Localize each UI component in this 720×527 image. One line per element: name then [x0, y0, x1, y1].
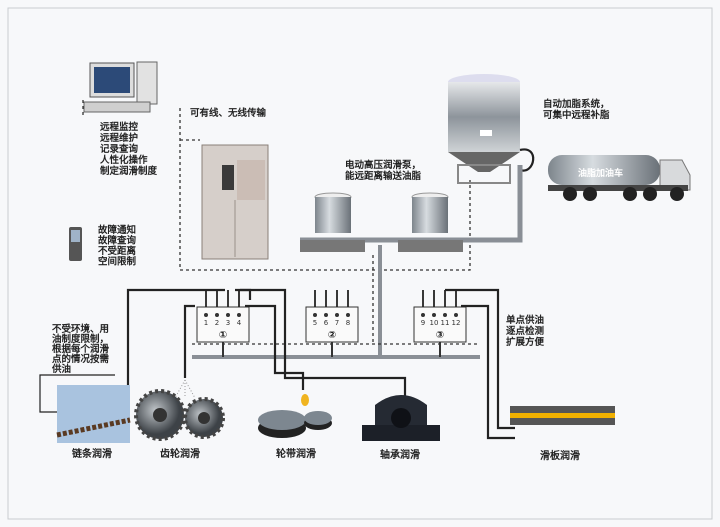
chain-lubrication-note-line: 点的情况按需 — [52, 353, 110, 365]
distributor-id: ① — [219, 330, 227, 341]
indicator-led — [313, 313, 317, 317]
indicator-led — [335, 313, 339, 317]
belt-wheel-icon — [258, 394, 332, 438]
lubrication-point-label: 链条润滑 — [71, 447, 112, 460]
indicator-led — [215, 313, 219, 317]
signal-dashed-line — [179, 108, 471, 271]
port-number: 5 — [313, 319, 317, 327]
indicator-led — [346, 313, 350, 317]
phone-features-note-line: 空间限制 — [98, 256, 137, 268]
pump-note: 电动高压润滑泵，能远距离输送油脂 — [345, 159, 422, 182]
port-number: 12 — [452, 319, 461, 327]
lubrication-point-label: 轴承润滑 — [380, 448, 420, 461]
control-cabinet-icon — [201, 144, 269, 260]
lubrication-point-label: 轮带润滑 — [276, 447, 316, 460]
pump-note-line: 电动高压润滑泵， — [345, 159, 421, 171]
indicator-led — [421, 313, 425, 317]
slide-plate-icon — [510, 406, 615, 425]
computer-features-note-line: 远程维护 — [100, 132, 138, 144]
port-number: 1 — [204, 319, 208, 327]
port-number: 2 — [215, 319, 219, 327]
oil-line-slide — [461, 304, 515, 440]
bearing-icon — [362, 395, 440, 441]
indicator-led — [454, 313, 458, 317]
indicator-led — [443, 313, 447, 317]
indicator-led — [324, 313, 328, 317]
gear-icon — [134, 379, 225, 441]
port-number: 10 — [430, 319, 439, 327]
note-leader — [39, 374, 115, 413]
lubrication-point-label: 滑板润滑 — [540, 449, 580, 462]
main-supply-pipe — [300, 165, 523, 243]
grease-tanker-truck-icon — [548, 155, 691, 201]
chain-lubrication-note-line: 不受环境、用 — [52, 323, 109, 335]
port-number: 8 — [346, 319, 350, 327]
indicator-led — [204, 313, 208, 317]
pump-note-line: 能远距离输送油脂 — [345, 170, 422, 182]
computer-features-note-line: 记录查询 — [100, 143, 139, 155]
phone-features-note-line: 故障查询 — [98, 235, 137, 247]
computer-features-note-line: 制定润滑制度 — [100, 165, 158, 177]
port-number: 3 — [226, 319, 230, 327]
distributor-note-line: 单点供油 — [506, 314, 544, 326]
transmission-note: 可有线、无线传输 — [190, 107, 267, 119]
port-number: 4 — [237, 319, 242, 327]
frame — [7, 7, 713, 520]
distributor-box — [305, 306, 359, 343]
indicator-led — [226, 313, 230, 317]
auto-grease-note: 自动加脂系统，可集中远程补脂 — [543, 98, 610, 121]
lubrication-point-labels: 链条润滑 齿轮润滑 轮带润滑 轴承润滑 滑板润滑 — [71, 447, 580, 462]
oil-line-slide — [445, 288, 515, 430]
indicator-led — [432, 313, 436, 317]
distributor-note-line: 扩展方便 — [506, 336, 545, 348]
distributor-box — [196, 306, 250, 343]
indicator-led — [237, 313, 241, 317]
port-number: 9 — [421, 319, 425, 327]
hose — [519, 148, 535, 172]
pump-2-icon — [398, 192, 463, 252]
mobile-phone-icon — [69, 227, 82, 261]
port-number: 6 — [324, 319, 329, 327]
distributor-id: ③ — [436, 330, 444, 341]
phone-features-note-line: 不受距离 — [98, 245, 137, 257]
chain-lubrication-note-line: 根据每个润滑 — [52, 343, 110, 355]
oil-line-gear — [183, 304, 195, 378]
oil-line-chain — [126, 288, 225, 392]
distributor-note-line: 逐点检测 — [506, 325, 545, 337]
distributor-id: ② — [328, 330, 336, 341]
port-number: 7 — [335, 319, 339, 327]
computer-features-note-line: 人性化操作 — [100, 154, 148, 166]
grease-tank-icon — [448, 74, 520, 184]
distributor-box — [413, 306, 467, 343]
chain-lubrication-note-line: 油制度限制， — [52, 333, 109, 345]
phone-features-note-line: 故障通知 — [98, 224, 136, 236]
oil-line — [240, 288, 252, 300]
port-number: 11 — [441, 319, 450, 327]
truck-label: 油脂加油车 — [578, 167, 623, 179]
lubrication-point-label: 齿轮润滑 — [160, 447, 200, 460]
pump-1-icon — [300, 192, 365, 252]
oil-line-bearing — [235, 288, 407, 398]
chain-lubrication-note-line: 供油 — [51, 363, 71, 375]
computer-features-note-line: 远程监控 — [100, 121, 139, 133]
computer-icon — [83, 61, 158, 113]
chain-icon — [56, 385, 131, 443]
auto-grease-note-line: 自动加脂系统， — [543, 98, 610, 110]
auto-grease-note-line: 可集中远程补脂 — [543, 109, 610, 121]
